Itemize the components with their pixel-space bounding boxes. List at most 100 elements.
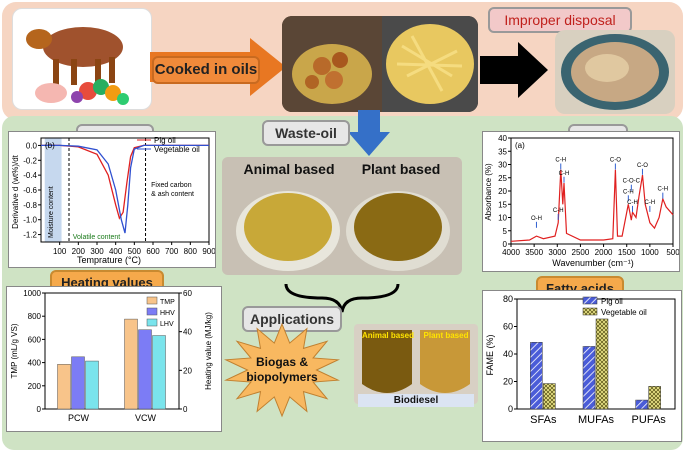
biodiesel-bottles: [362, 330, 470, 393]
fatty-bar-0-sfas: [530, 342, 543, 410]
moisture-region: [44, 138, 62, 242]
waste-bin-illustration: [561, 34, 669, 110]
biodiesel-plant-tag: Plant based: [423, 331, 469, 340]
fatty-legend-swatch-1: [582, 307, 598, 316]
heating-category-label: VCW: [135, 413, 157, 423]
ftir-xtick-label: 1500: [618, 248, 636, 257]
tga-ytick-label: -0.8: [23, 201, 37, 210]
ftir-xtick-label: 2000: [595, 248, 613, 257]
fatty-bar-0-mufas: [582, 346, 596, 410]
ftir-ytick-label: 15: [498, 200, 507, 209]
heating-bar-hhv-pcw: [71, 356, 85, 410]
ftir-peak-label: C-O: [610, 158, 621, 164]
ftir-peak-label: C-H: [645, 200, 656, 206]
heating-ytick-left-label: 600: [28, 335, 42, 344]
starburst-line-2: biopolymers: [246, 370, 318, 384]
heating-bar-tmp-vcw: [124, 318, 138, 410]
tga-ytick-label: 0.0: [26, 141, 38, 150]
tga-xtick-label: 900: [202, 247, 215, 256]
fatty-category-label: PUFAs: [632, 414, 667, 426]
waste-oil-label: Waste-oil: [262, 120, 350, 146]
ftir-peak-label: C-H: [559, 171, 570, 177]
fatty-ytick-label: 40: [503, 349, 513, 359]
ftir-ylabel: Absorbance (%): [484, 163, 493, 221]
tga-legend-0: Pig oil: [154, 136, 176, 145]
tga-region-moisture: Moisture content: [48, 186, 55, 238]
ftir-ytick-label: 10: [498, 214, 507, 223]
oil-samples-photo: Animal based Plant based: [222, 157, 462, 275]
biodiesel-photo: Animal based Plant based: [354, 324, 478, 404]
fatty-category-label: MUFAs: [578, 414, 615, 426]
animal-based-label: Animal based: [243, 161, 335, 177]
tga-xlabel: Temprature (°C): [77, 255, 141, 265]
heating-ytick-right-label: 40: [183, 328, 192, 337]
ftir-ytick-label: 20: [498, 187, 507, 196]
starburst-line-1: Biogas &: [256, 355, 308, 369]
tga-xtick-label: 200: [72, 247, 86, 256]
heating-bar-tmp-pcw: [57, 364, 71, 410]
fatty-ytick-label: 20: [503, 377, 513, 387]
heating-ytick-left-label: 1000: [23, 289, 41, 298]
ftir-ytick-label: 25: [498, 174, 507, 183]
frying-photo: [282, 16, 478, 112]
ftir-ytick-label: 5: [503, 227, 508, 236]
ftir-ytick-label: 30: [498, 161, 507, 170]
heating-ylabel-left: TMP (mL/g VS): [10, 323, 19, 378]
heating-ytick-right-label: 60: [183, 289, 192, 298]
ftir-ytick-label: 40: [498, 134, 507, 143]
biodiesel-animal-tag: Animal based: [361, 331, 414, 340]
tga-ytick-label: -1.0: [23, 216, 37, 225]
heating-ytick-left-label: 400: [28, 359, 42, 368]
tga-xtick-label: 800: [184, 247, 198, 256]
tga-xtick-label: 700: [165, 247, 179, 256]
fatty-category-label: SFAs: [530, 414, 557, 426]
biogas-starburst: Biogas & biopolymers: [223, 322, 341, 418]
heating-bar-lhv-pcw: [85, 360, 99, 410]
ftir-xtick-label: 1000: [641, 248, 659, 257]
tga-legend-1: Vegetable oil: [154, 145, 200, 154]
plant-based-label: Plant based: [361, 161, 441, 177]
disposal-arrow: [480, 42, 548, 98]
tga-region-fixed-1: Fixed carbon: [151, 182, 192, 189]
heating-category-label: PCW: [68, 413, 90, 423]
tga-panel-letter: (b): [45, 141, 55, 150]
ftir-peak-label: C-O-C: [623, 179, 641, 185]
ftir-xtick-label: 3000: [548, 248, 566, 257]
heating-legend-1: HHV: [160, 310, 175, 317]
heating-ylabel-right: Heating value (MJ/kg): [204, 312, 213, 390]
ftir-xtick-label: 4000: [502, 248, 520, 257]
fatty-bar-0-pufas: [635, 399, 648, 410]
tga-xtick-label: 100: [53, 247, 67, 256]
tga-xtick-label: 600: [146, 247, 160, 256]
heating-ytick-right-label: 0: [183, 405, 188, 414]
heating-frame: [44, 292, 180, 410]
ftir-xlabel: Wavenumber (cm⁻¹): [552, 258, 633, 268]
fatty-bar-1-mufas: [595, 318, 609, 410]
tga-xtick-label: 400: [109, 247, 123, 256]
heating-ytick-left-label: 200: [28, 382, 42, 391]
heating-legend-swatch-0: [146, 296, 158, 305]
waste-oil-arrow: [348, 110, 390, 156]
fatty-legend-1: Vegetable oil: [601, 308, 647, 317]
fatty-legend-swatch-0: [582, 296, 598, 305]
heating-legend-2: LHV: [160, 321, 174, 328]
ftir-peak-label: O-H: [531, 216, 542, 222]
heating-bar-lhv-vcw: [152, 335, 166, 410]
heating-legend-0: TMP: [160, 299, 175, 306]
tga-xtick-label: 500: [128, 247, 142, 256]
fatty-bar-1-pufas: [648, 386, 661, 410]
ftir-peak-label: C-H: [627, 200, 638, 206]
fatty-bar-1-sfas: [543, 383, 556, 410]
heating-ytick-left-label: 0: [37, 405, 42, 414]
tga-ytick-label: -1.2: [23, 231, 37, 240]
heating-bar-hhv-vcw: [138, 329, 152, 410]
applications-title: Applications: [242, 306, 342, 332]
tga-ytick-label: -0.2: [23, 156, 37, 165]
tga-series-1: [41, 144, 209, 234]
